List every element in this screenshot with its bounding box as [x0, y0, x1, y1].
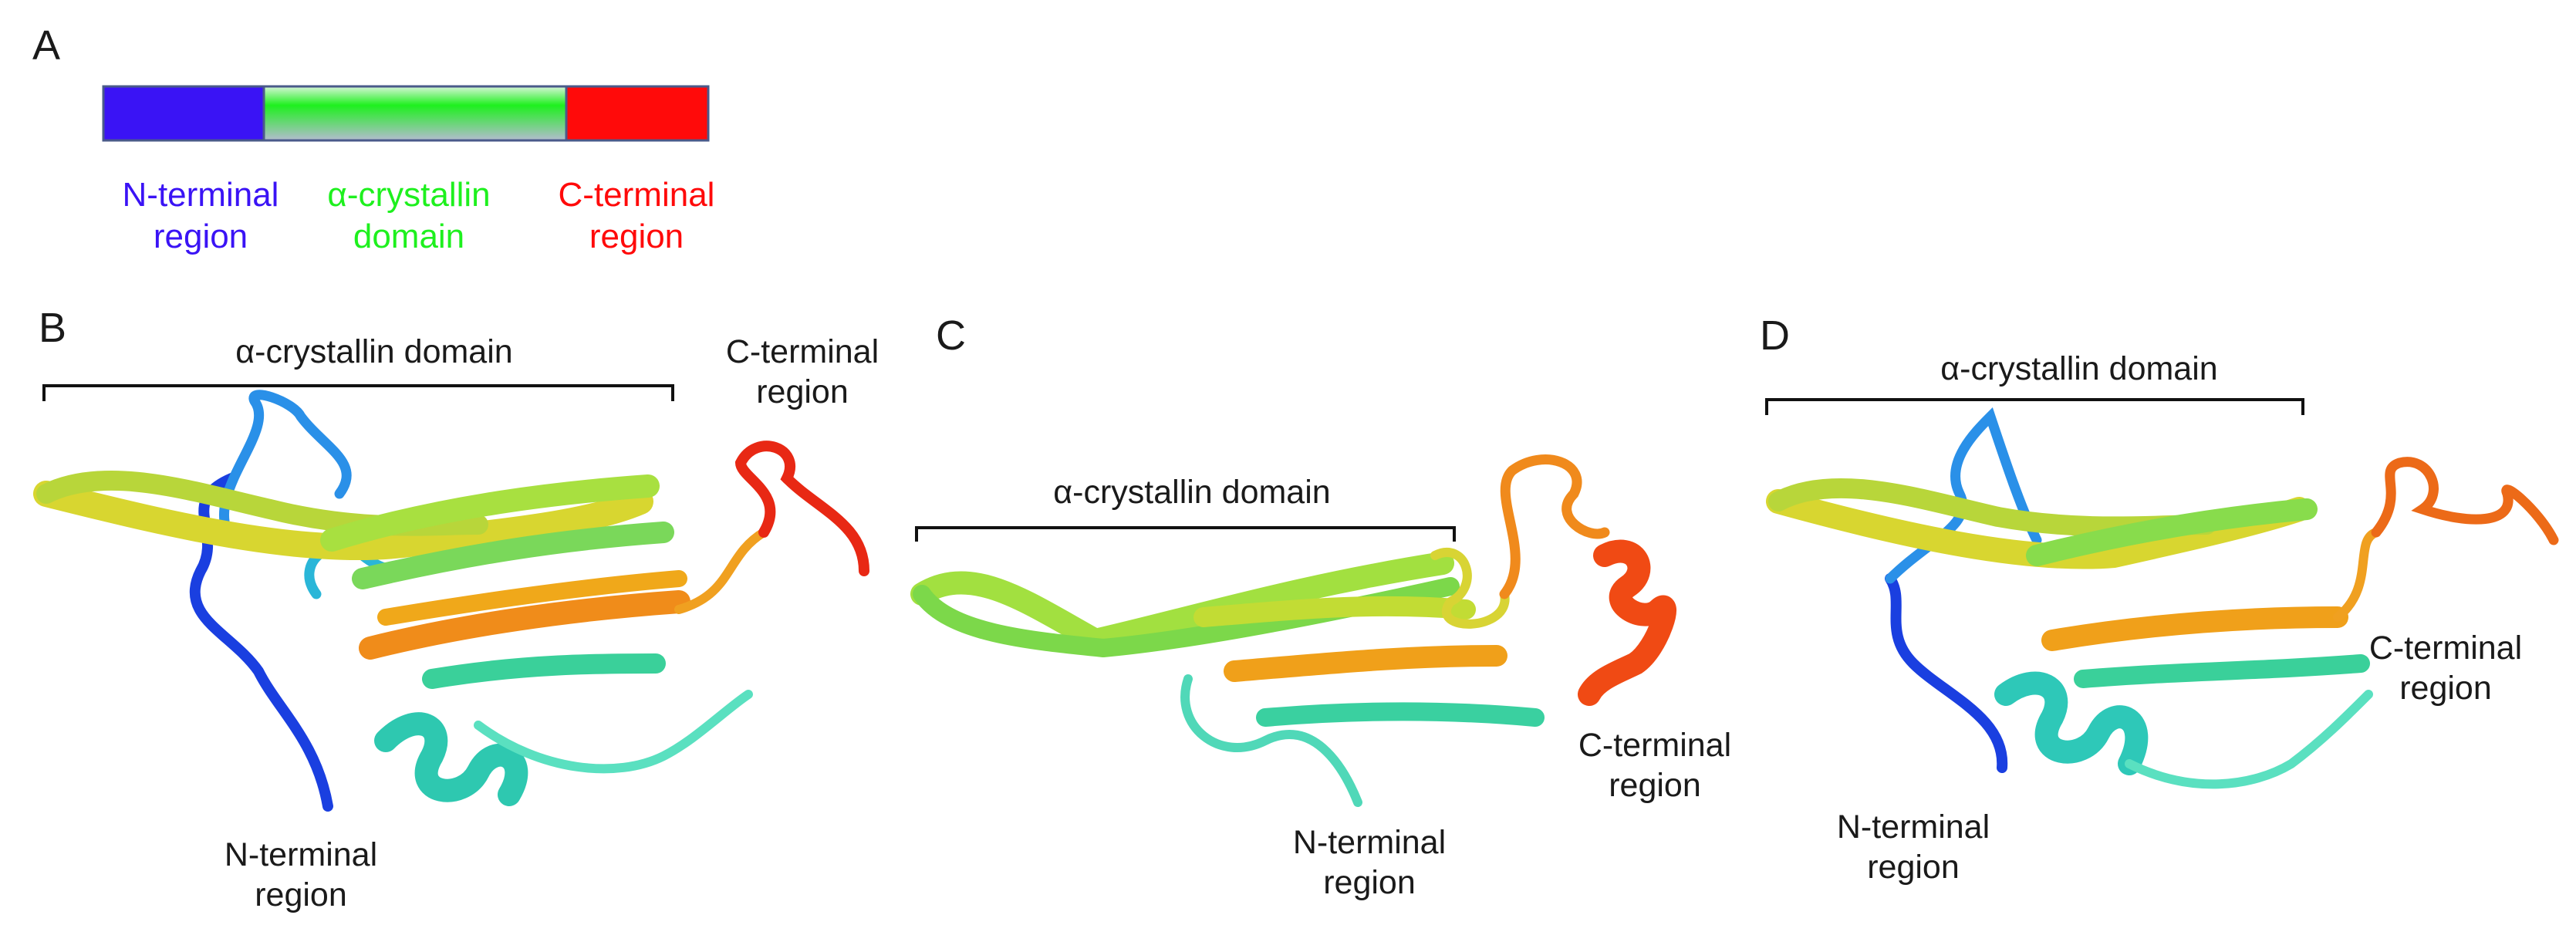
panel-c-c-label-line1: C-terminal [1578, 727, 1732, 764]
panel-d-letter: D [1760, 312, 1790, 359]
panel-b-strand-yellow [33, 481, 653, 561]
panel-b-strand-orange-2 [377, 570, 687, 626]
panel-d-c-terminal-coil [2371, 457, 2559, 545]
panel-b-c-label: C-terminal region [679, 332, 926, 413]
panel-c-domain-label: α-crystallin domain [1053, 474, 1331, 511]
panel-b-c-terminal-coil [734, 441, 869, 576]
panel-d-strand-orange [2041, 606, 2348, 651]
panel-c-orange-loop [1499, 454, 1610, 599]
panel-c-strand-orange [1224, 645, 1507, 682]
n-terminal-block [102, 85, 265, 142]
alpha-crystallin-block [262, 85, 568, 142]
panel-a-letter: A [32, 22, 61, 69]
panel-b-strand-green [352, 522, 674, 589]
panel-a-n-label: N-terminal region [77, 174, 324, 257]
panel-c-n-label: N-terminal region [1246, 822, 1493, 903]
panel-d-n-label: N-terminal region [1790, 807, 2037, 888]
panel-d-strand-teal [2074, 654, 2370, 688]
panel-d-c-label: C-terminal region [2330, 628, 2561, 709]
panel-b-n-label-line2: region [255, 876, 347, 914]
panel-a-alpha-label: α-crystallin domain [285, 174, 532, 257]
panel-b-c-label-line2: region [756, 373, 849, 411]
panel-c-domain-bracket [915, 526, 1456, 542]
panel-c-strand-lime [1193, 596, 1476, 627]
panel-c-yellow-loop [1430, 548, 1510, 629]
panel-b-domain-label: α-crystallin domain [235, 333, 513, 370]
panel-a-c-label-line1: C-terminal [558, 176, 715, 214]
panel-b-n-label: N-terminal region [177, 835, 424, 916]
panel-d-n-loop [1885, 573, 2008, 773]
panel-b-strand-orange [359, 590, 690, 660]
panel-c-c-label-line2: region [1609, 767, 1701, 805]
panel-a-c-label-line2: region [589, 217, 684, 255]
panel-b-strand-lime [320, 474, 660, 552]
panel-d-c-loop [2333, 528, 2381, 622]
panel-d-teal-loop [2125, 690, 2373, 789]
panel-d-n-label-line1: N-terminal [1836, 809, 1990, 846]
panel-d-c-label-line2: region [2399, 670, 2492, 707]
panel-b-c-label-line1: C-terminal [725, 333, 879, 370]
panel-d-n-label-line2: region [1867, 849, 1960, 886]
panel-b-c-loop [674, 528, 768, 614]
panel-a-n-label-line1: N-terminal [122, 176, 279, 214]
panel-c-n-label-line2: region [1323, 864, 1416, 902]
panel-a-c-label: C-terminal region [513, 174, 760, 257]
panel-d-c-label-line1: C-terminal [2368, 630, 2523, 667]
panel-c-strand-teal [1256, 702, 1545, 727]
panel-d-domain-bracket [1765, 398, 2304, 415]
c-terminal-block [565, 85, 710, 142]
panel-c-c-label: C-terminal region [1531, 725, 1778, 806]
panel-b-strand-teal [422, 653, 666, 689]
panel-a-n-label-line2: region [153, 217, 248, 255]
panel-a-alpha-label-line1: α-crystallin [327, 176, 491, 214]
panel-c-c-helix [1578, 539, 1676, 706]
panel-c-strand-green [910, 552, 1454, 653]
panel-b-letter: B [39, 305, 67, 351]
panel-a-alpha-label-line2: domain [353, 217, 465, 255]
panel-d-helix [1994, 671, 2149, 775]
panel-c-n-label-line1: N-terminal [1292, 824, 1447, 861]
panel-c-letter: C [936, 312, 966, 359]
panel-b-teal-loop [474, 690, 753, 774]
panel-b-blue-loop-top [218, 390, 352, 545]
panel-c-n-loop [1180, 674, 1362, 807]
panel-d-strand-green [2026, 498, 2318, 566]
panel-b-helix [374, 712, 528, 806]
panel-b-n-label-line1: N-terminal [224, 836, 378, 873]
panel-d-domain-label: α-crystallin domain [1940, 350, 2218, 387]
panel-b-domain-bracket [42, 384, 674, 401]
